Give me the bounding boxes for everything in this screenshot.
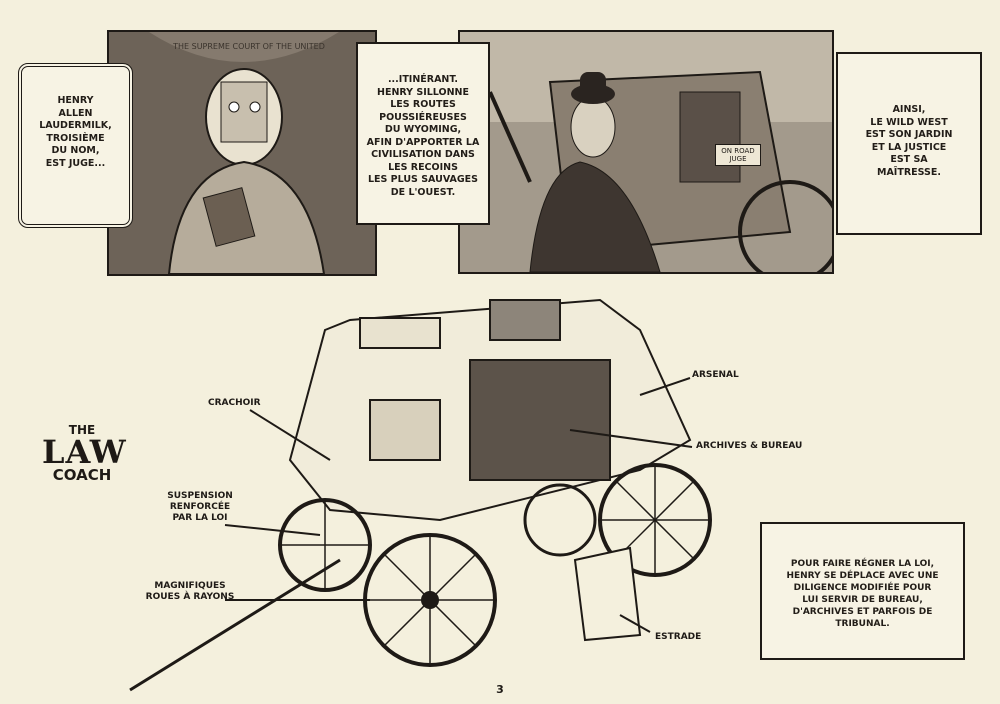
caption-line: du nom, (51, 145, 100, 156)
caption-line: est son jardin (865, 129, 953, 140)
caption-line: diligence modifiée pour (793, 583, 932, 593)
caption-line: Henry se déplace avec une (786, 571, 939, 581)
title-law: LAW (42, 433, 127, 471)
caption-line: les recoins (388, 161, 458, 173)
caption-line: tribunal. (835, 619, 890, 629)
caption-line: afin d'apporter la (366, 136, 480, 148)
label-roues: Magnifiques roues à rayons (140, 581, 240, 603)
label-suspension: Suspension renforcée par la loi (165, 491, 235, 524)
label-line: Magnifiques (154, 581, 226, 591)
caption-line: les routes (390, 99, 456, 110)
caption-loi: Pour faire régner la loi, Henry se dépla… (760, 522, 965, 660)
caption-itinerant: ...itinérant. Henry sillonne les routes … (356, 42, 490, 225)
caption-line: Ainsi, (892, 104, 926, 115)
caption-line: poussiéreuses (379, 111, 467, 123)
label-line: par la loi (172, 513, 228, 523)
label-crachoir: Crachoir (208, 398, 261, 408)
caption-line: est sa (890, 154, 928, 165)
stagecoach-illustration (460, 32, 832, 272)
caption-line: le Wild West (870, 116, 948, 128)
label-line: Suspension (167, 491, 233, 501)
caption-intro: Henry Allen Laudermilk, troisième du nom… (18, 63, 133, 228)
caption-line: de l'Ouest. (390, 186, 456, 198)
caption-line: Henry sillonne (377, 86, 469, 98)
caption-line: Allen (58, 107, 93, 119)
caption-line: maîtresse. (877, 166, 941, 178)
panel-judge: The Supreme Court of the United (107, 30, 377, 276)
label-line: renforcée (169, 502, 231, 512)
page-number: 3 (496, 683, 504, 696)
caption-line: Henry (57, 95, 94, 106)
caption-line: est juge... (45, 157, 106, 169)
caption-line: d'archives et parfois de (792, 607, 933, 617)
law-coach-title: The LAW Coach (42, 423, 127, 484)
label-arsenal: Arsenal (692, 370, 739, 380)
caption-ainsi: Ainsi, le Wild West est son jardin et la… (836, 52, 982, 235)
panel-stagecoach: On road juge (458, 30, 834, 274)
judge-illustration (109, 32, 375, 274)
caption-line: civilisation dans (371, 149, 475, 160)
label-line: roues à rayons (145, 592, 235, 602)
caption-line: les plus sauvages (367, 174, 479, 185)
caption-line: du Wyoming, (384, 124, 462, 135)
caption-line: troisième (46, 132, 105, 144)
sign-text: On road juge (715, 144, 761, 166)
caption-line: et la justice (871, 141, 947, 153)
title-the: The (68, 423, 96, 437)
label-estrade: Estrade (655, 632, 702, 642)
seal-text: The Supreme Court of the United (173, 42, 325, 51)
caption-line: Pour faire régner la loi, (790, 559, 935, 569)
caption-line: ...itinérant. (387, 74, 459, 85)
label-archives: Archives & bureau (696, 441, 803, 451)
caption-line: Laudermilk, (39, 120, 112, 131)
caption-line: lui servir de bureau, (802, 595, 923, 605)
title-coach: Coach (52, 466, 112, 484)
